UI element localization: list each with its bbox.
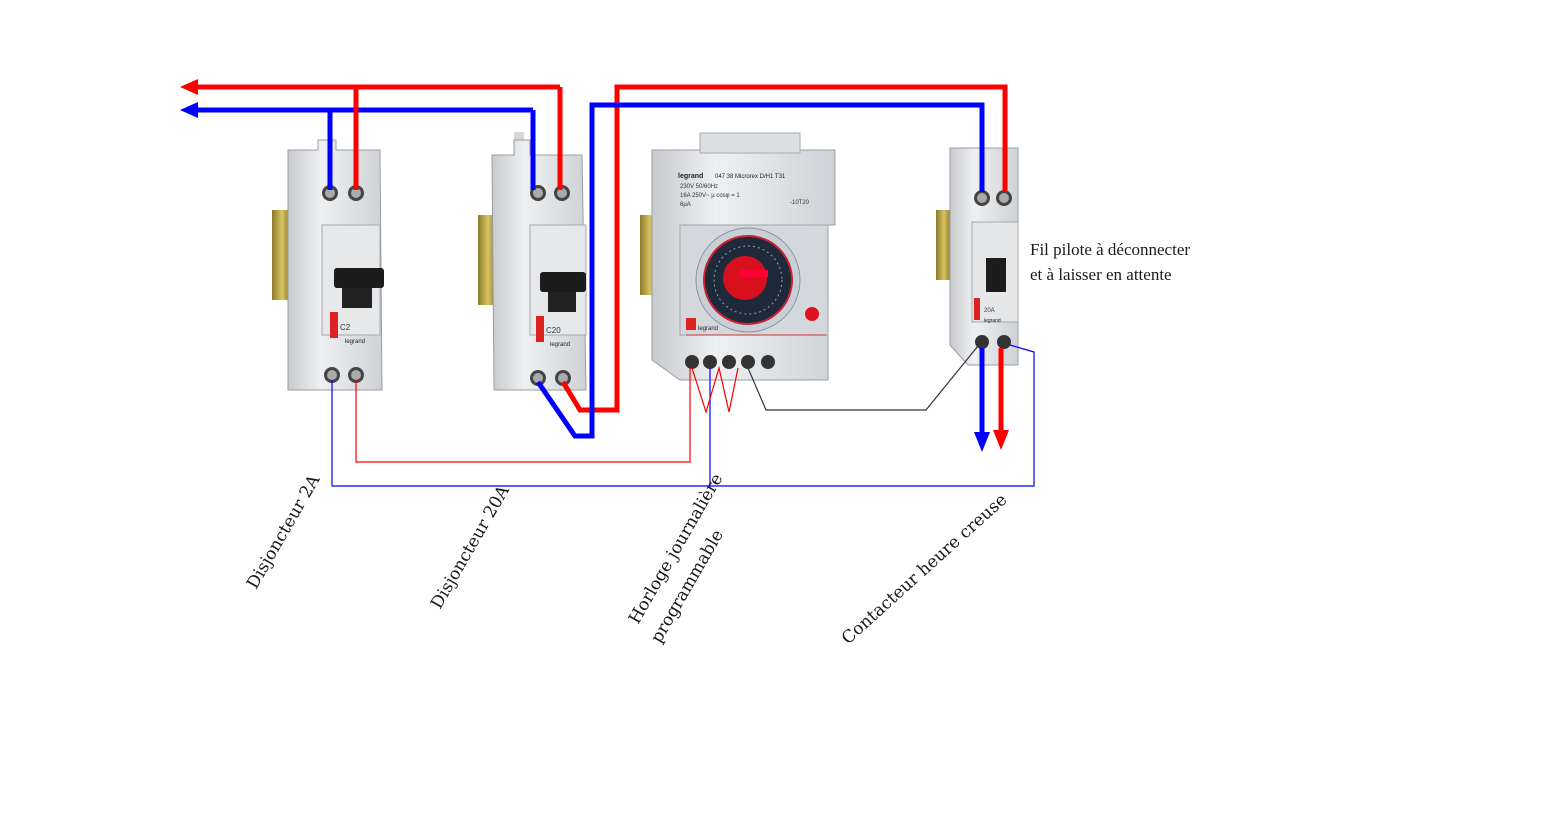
clock-spec-3: 6µA xyxy=(680,202,691,208)
pilot-wire-note-line2: et à laisser en attente xyxy=(1030,265,1172,284)
contactor-power-feed xyxy=(535,84,1008,439)
clock-brand: legrand xyxy=(678,173,703,180)
clock-header: 047 38 Microrex D/H1 T31 xyxy=(715,174,786,180)
breaker-20a-rating: C20 xyxy=(546,326,561,335)
contactor-brand: legrand xyxy=(984,318,1001,324)
contactor-rating: 20A xyxy=(984,308,995,314)
clock-ref: -10T20 xyxy=(790,200,810,206)
clock-spec-1: 230V 50/60Hz xyxy=(680,184,718,190)
breaker-20a-brand: legrand xyxy=(550,342,570,348)
clock-knob xyxy=(723,256,767,300)
breaker-2a: C2 legrand xyxy=(272,139,384,391)
clock-spec-2: 16A 250V~ µ cosφ = 1 xyxy=(680,193,740,199)
control-wiring xyxy=(331,344,1035,487)
programmable-clock: legrand 047 38 Microrex D/H1 T31 230V 50… xyxy=(640,132,836,381)
clock-brand-lower: legrand xyxy=(698,326,718,332)
off-peak-contactor: 20A legrand xyxy=(936,147,1019,366)
supply-lines xyxy=(180,79,563,190)
breaker-2a-brand: legrand xyxy=(345,339,365,345)
breaker-20a: C20 legrand xyxy=(478,132,587,391)
breaker-2a-rating: C2 xyxy=(340,323,351,332)
label-contactor: Contacteur heure creuse xyxy=(838,490,1011,649)
contactor-outputs xyxy=(974,348,1009,452)
label-breaker-2a: Disjoncteur 2A xyxy=(243,471,325,593)
pilot-wire-note-line1: Fil pilote à déconnecter xyxy=(1030,240,1190,259)
label-breaker-20a: Disjoncteur 20A xyxy=(427,481,514,612)
